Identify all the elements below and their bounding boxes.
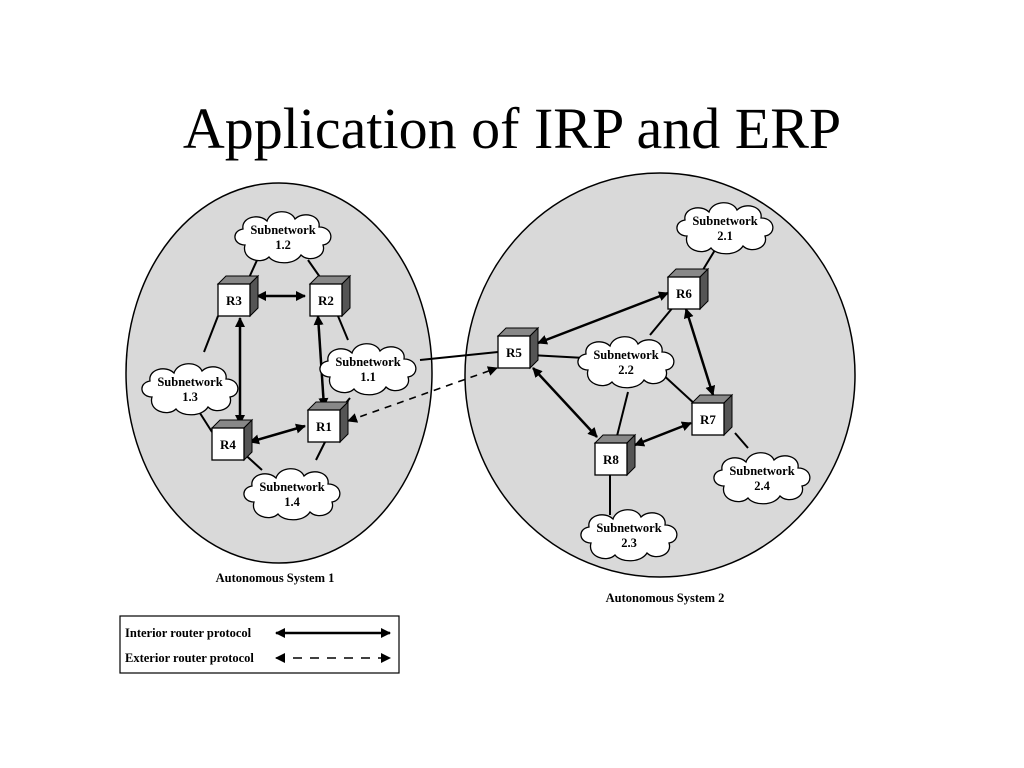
- subnetwork-1-3-number: 1.3: [182, 390, 198, 404]
- legend-exterior-label: Exterior router protocol: [125, 651, 254, 665]
- subnetwork-2-3-number: 2.3: [621, 536, 637, 550]
- router-r4: R4: [210, 418, 254, 462]
- subnetwork-1-4-name: Subnetwork: [259, 480, 324, 494]
- router-r7: R7: [690, 393, 734, 437]
- subnetwork-2-4: Subnetwork 2.4: [713, 452, 811, 505]
- subnetwork-2-3-name: Subnetwork: [596, 521, 661, 535]
- router-r8-label: R8: [603, 452, 619, 467]
- legend-interior-label: Interior router protocol: [125, 626, 252, 640]
- router-r6-label: R6: [676, 286, 692, 301]
- subnetwork-1-1-name: Subnetwork: [335, 355, 400, 369]
- subnetwork-2-4-number: 2.4: [754, 479, 770, 493]
- subnetwork-1-2-number: 1.2: [275, 238, 291, 252]
- interior-protocol-links: [235, 291, 716, 447]
- subnetwork-1-3-name: Subnetwork: [157, 375, 222, 389]
- subnetwork-2-1-number: 2.1: [717, 229, 733, 243]
- subnetwork-2-1-name: Subnetwork: [692, 214, 757, 228]
- subnetwork-2-2-name: Subnetwork: [593, 348, 658, 362]
- subnetwork-1-4-number: 1.4: [284, 495, 300, 509]
- router-r3-label: R3: [226, 293, 242, 308]
- subnetwork-1-2-name: Subnetwork: [250, 223, 315, 237]
- autonomous-system-2-label: Autonomous System 2: [606, 591, 725, 605]
- subnetwork-1-2: Subnetwork 1.2: [234, 211, 332, 264]
- router-r2: R2: [308, 274, 352, 318]
- subnetwork-1-4: Subnetwork 1.4: [243, 468, 341, 521]
- subnetwork-2-2: Subnetwork 2.2: [577, 336, 675, 389]
- subnetwork-1-1-number: 1.1: [360, 370, 376, 384]
- subnetwork-2-2-number: 2.2: [618, 363, 634, 377]
- slide-title: Application of IRP and ERP: [182, 96, 842, 161]
- router-r6: R6: [666, 267, 710, 311]
- router-r5: R5: [496, 326, 540, 370]
- router-r1-label: R1: [316, 419, 332, 434]
- router-r4-label: R4: [220, 437, 236, 452]
- legend: Interior router protocol Exterior router…: [119, 615, 400, 674]
- router-r8: R8: [593, 433, 637, 477]
- router-r1: R1: [306, 400, 350, 444]
- router-r2-label: R2: [318, 293, 334, 308]
- exterior-protocol-link: [347, 366, 498, 423]
- subnetwork-2-4-name: Subnetwork: [729, 464, 794, 478]
- subnetwork-2-1: Subnetwork 2.1: [676, 202, 774, 255]
- subnetwork-1-3: Subnetwork 1.3: [141, 363, 239, 416]
- router-r3: R3: [216, 274, 260, 318]
- subnetwork-1-1: Subnetwork 1.1: [319, 343, 417, 396]
- autonomous-system-1-label: Autonomous System 1: [216, 571, 335, 585]
- subnetwork-2-3: Subnetwork 2.3: [580, 509, 678, 562]
- router-r7-label: R7: [700, 412, 716, 427]
- router-r5-label: R5: [506, 345, 522, 360]
